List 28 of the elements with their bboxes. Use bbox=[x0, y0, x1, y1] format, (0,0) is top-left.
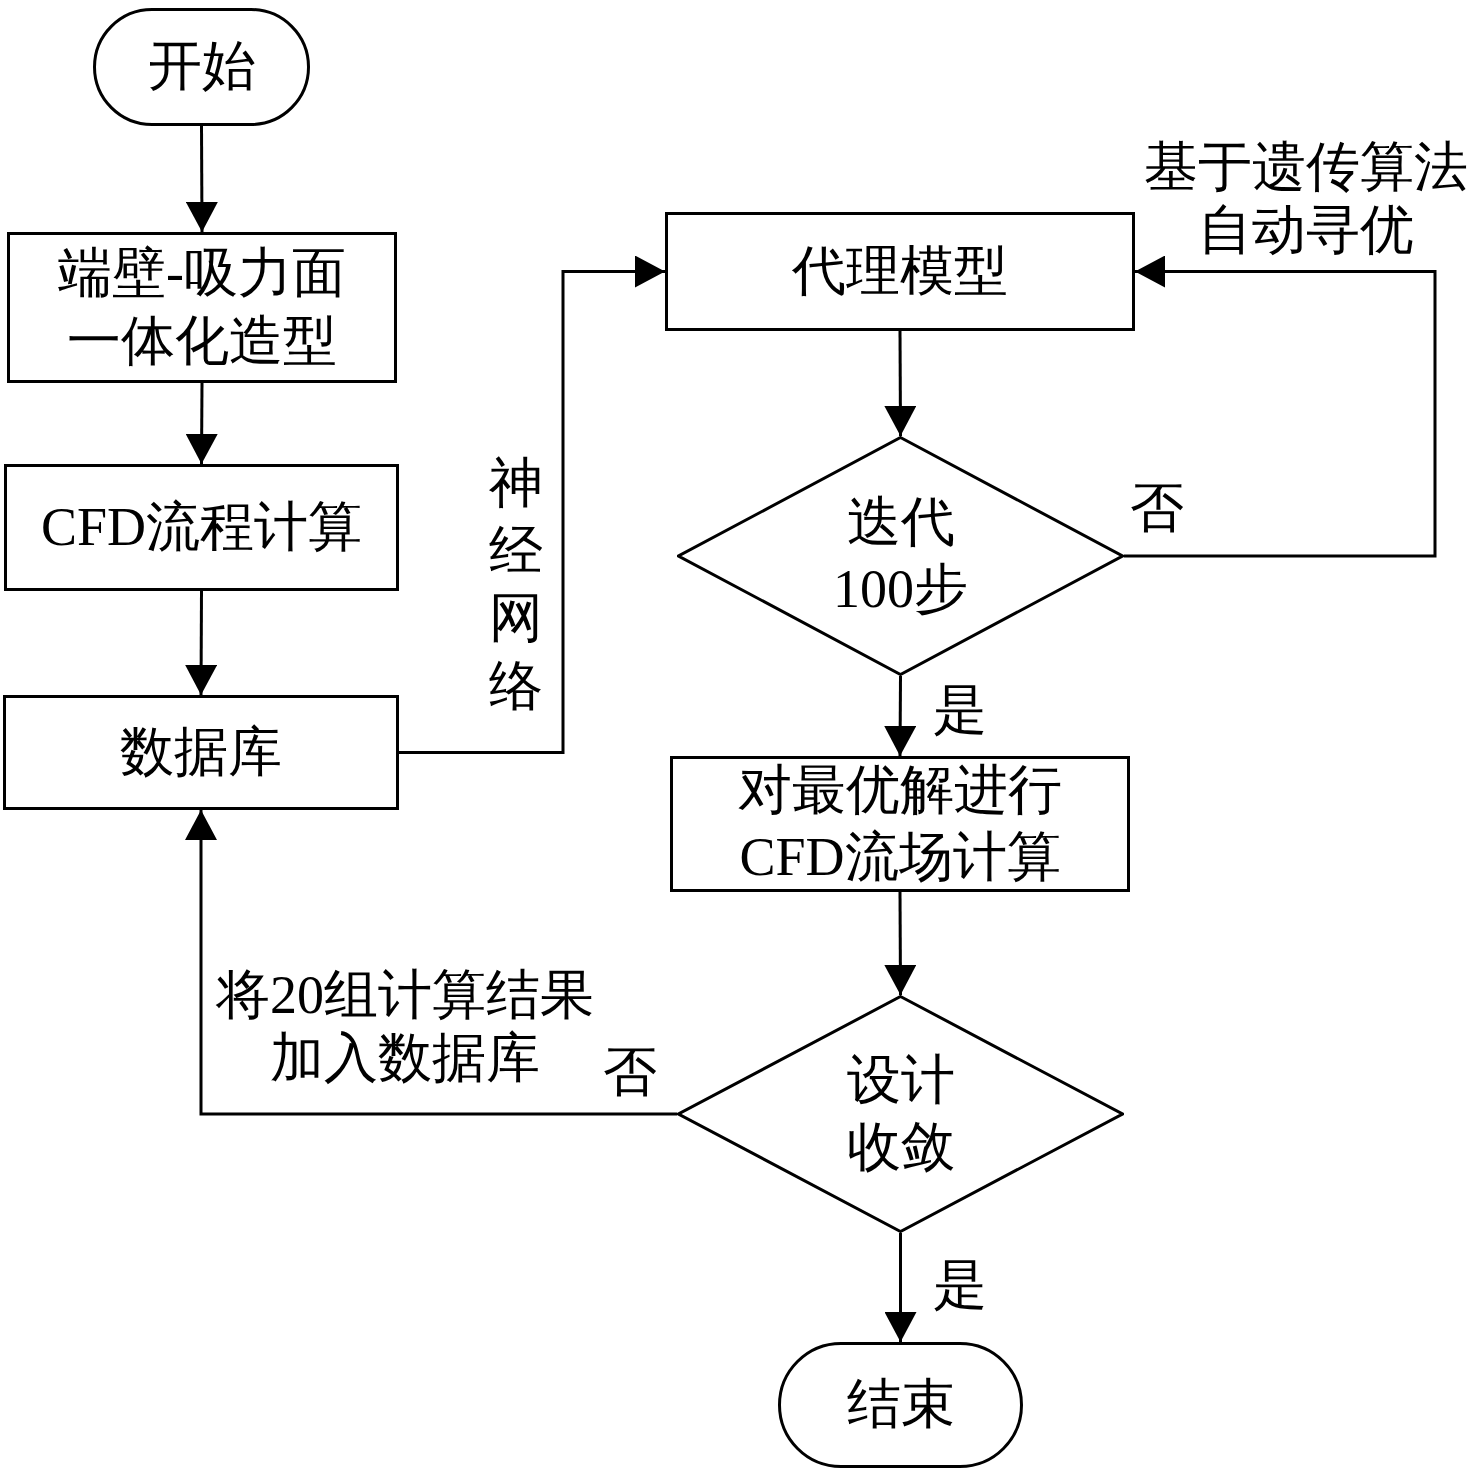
process-label: 代理模型 bbox=[792, 239, 1008, 303]
connector-arrow bbox=[185, 126, 218, 232]
annotation-text: 基于遗传算法自动寻优 bbox=[1143, 136, 1469, 263]
connector-arrow bbox=[185, 591, 218, 695]
process-label: CFD流程计算 bbox=[40, 495, 362, 559]
connector-arrow bbox=[1124, 255, 1437, 558]
terminal-label: 结束 bbox=[846, 1373, 955, 1437]
process-box bbox=[7, 232, 397, 383]
connector-arrow bbox=[884, 1233, 917, 1342]
process-label: 数据库 bbox=[120, 720, 282, 784]
terminal-label: 开始 bbox=[147, 35, 256, 99]
connector-arrow bbox=[884, 892, 917, 995]
decision-label: 迭代100步 bbox=[832, 490, 969, 621]
connector-arrow bbox=[399, 255, 665, 754]
annotation-text: 将20组计算结果加入数据库 bbox=[215, 964, 595, 1091]
process-box bbox=[665, 212, 1135, 331]
connector-arrow bbox=[884, 676, 917, 756]
connector-arrow bbox=[884, 331, 917, 436]
process-label: 对最优解进行CFD流场计算 bbox=[737, 758, 1063, 889]
process-label: 端壁-吸力面一体化造型 bbox=[57, 242, 347, 373]
decision-label: 设计收敛 bbox=[845, 1048, 956, 1179]
decision-diamond bbox=[677, 436, 1124, 676]
process-box bbox=[4, 464, 399, 591]
connector-arrow bbox=[185, 810, 677, 1116]
process-box bbox=[3, 695, 399, 810]
connector-arrow bbox=[185, 383, 218, 464]
decision-diamond bbox=[677, 995, 1124, 1233]
process-box bbox=[670, 756, 1130, 892]
